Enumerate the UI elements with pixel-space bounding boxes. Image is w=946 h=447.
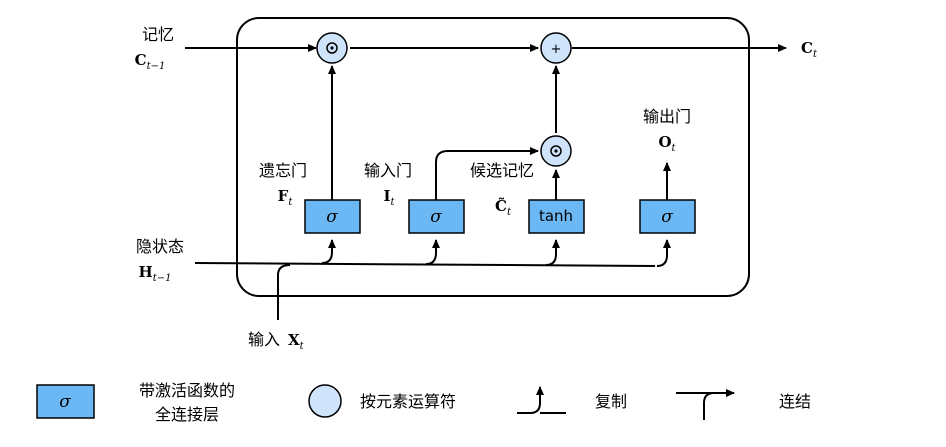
c-out-symbol: Ct (801, 39, 818, 60)
legend-concat-label: 连结 (779, 392, 811, 411)
c-tilde-symbol: C̃t (495, 197, 512, 218)
input-gate-connector (425, 239, 440, 265)
input-gate: σ (408, 199, 465, 234)
c-prev-symbol: Ct−1 (135, 51, 166, 72)
svg-text:σ: σ (661, 207, 673, 227)
forget-gate: σ (304, 199, 361, 234)
add-operator: + (540, 32, 572, 64)
output-gate-connector (656, 239, 671, 267)
forget-multiply-operator (316, 32, 348, 64)
svg-text:σ: σ (326, 207, 338, 227)
memory-label: 记忆 (142, 25, 174, 44)
input-multiply-operator (540, 135, 572, 167)
o-symbol: Ot (658, 133, 676, 154)
legend-operator-label: 按元素运算符 (360, 392, 456, 411)
lstm-cell-border (236, 17, 750, 297)
legend-activation-label-2: 全连接层 (155, 405, 219, 424)
output-gate: σ (639, 199, 696, 234)
input-x-line (277, 264, 291, 320)
candidate-memory-label: 候选记忆 (470, 161, 534, 180)
forget-gate-connector (321, 239, 336, 264)
i-symbol: It (383, 187, 395, 208)
legend-activation-label-1: 带激活函数的 (139, 381, 235, 400)
legend-concat-icon (703, 389, 735, 420)
input-to-multiply-arrow (435, 147, 539, 200)
forget-gate-label: 遗忘门 (259, 161, 307, 180)
svg-text:+: + (551, 42, 562, 57)
svg-text:σ: σ (59, 392, 71, 412)
h-prev-symbol: Ht−1 (139, 263, 172, 284)
svg-text:σ: σ (430, 207, 442, 227)
input-gate-label: 输入门 (364, 161, 412, 180)
output-gate-label: 输出门 (643, 107, 691, 126)
legend-activation-box: σ (36, 384, 95, 419)
svg-text:tanh: tanh (539, 207, 573, 225)
hidden-state-line (194, 262, 656, 267)
legend: σ 带激活函数的 全连接层 按元素运算符 复制 连结 (36, 381, 811, 424)
hidden-state-label: 隐状态 (136, 237, 184, 256)
candidate-connector (545, 239, 560, 266)
candidate-gate: tanh (528, 199, 585, 234)
legend-copy-label: 复制 (595, 392, 627, 411)
legend-operator-circle (308, 384, 342, 418)
legend-copy-icon (517, 386, 544, 414)
f-symbol: Ft (278, 187, 294, 208)
